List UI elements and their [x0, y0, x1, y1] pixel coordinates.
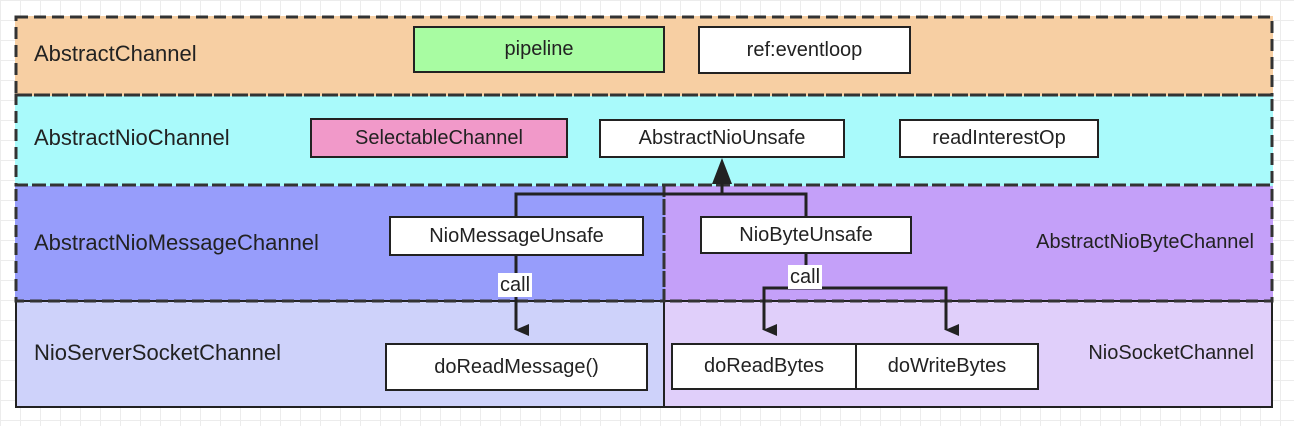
- abstract-nio-byte-channel-border: [662, 183, 1274, 303]
- nio-socket-channel-label: NioSocketChannel: [1088, 342, 1254, 364]
- inherit-arrowhead: [712, 158, 732, 184]
- byte-call-label: call: [788, 265, 823, 289]
- byte-unsafe-inherit-line: [722, 192, 808, 217]
- read-interest-op-box: readInterestOp: [899, 119, 1099, 158]
- pipeline-box: pipeline: [413, 26, 665, 73]
- nio-message-unsafe-box: NioMessageUnsafe: [389, 216, 644, 256]
- nio-server-socket-channel-label: NioServerSocketChannel: [34, 340, 282, 365]
- abstract-channel-border: [14, 15, 1274, 97]
- message-call-label: call: [498, 273, 533, 297]
- do-write-bytes-box: doWriteBytes: [855, 343, 1039, 390]
- nio-byte-unsafe-box: NioByteUnsafe: [700, 216, 912, 254]
- do-read-bytes-box: doReadBytes: [671, 343, 857, 390]
- abstract-nio-unsafe-box: AbstractNioUnsafe: [599, 119, 845, 158]
- ref-eventloop-box: ref:eventloop: [698, 26, 911, 74]
- abstract-nio-channel-label: AbstractNioChannel: [34, 125, 230, 150]
- abstract-nio-byte-channel-label: AbstractNioByteChannel: [1036, 231, 1254, 253]
- selectable-channel-box: SelectableChannel: [310, 118, 568, 158]
- abstract-nio-channel-border: [14, 93, 1274, 187]
- do-read-message-box: doReadMessage(): [385, 343, 648, 391]
- abstract-channel-label: AbstractChannel: [34, 41, 197, 66]
- call-edge-write-bytes: [806, 286, 959, 336]
- abstract-nio-message-channel-label: AbstractNioMessageChannel: [34, 230, 319, 255]
- message-unsafe-inherit-line: [514, 192, 722, 217]
